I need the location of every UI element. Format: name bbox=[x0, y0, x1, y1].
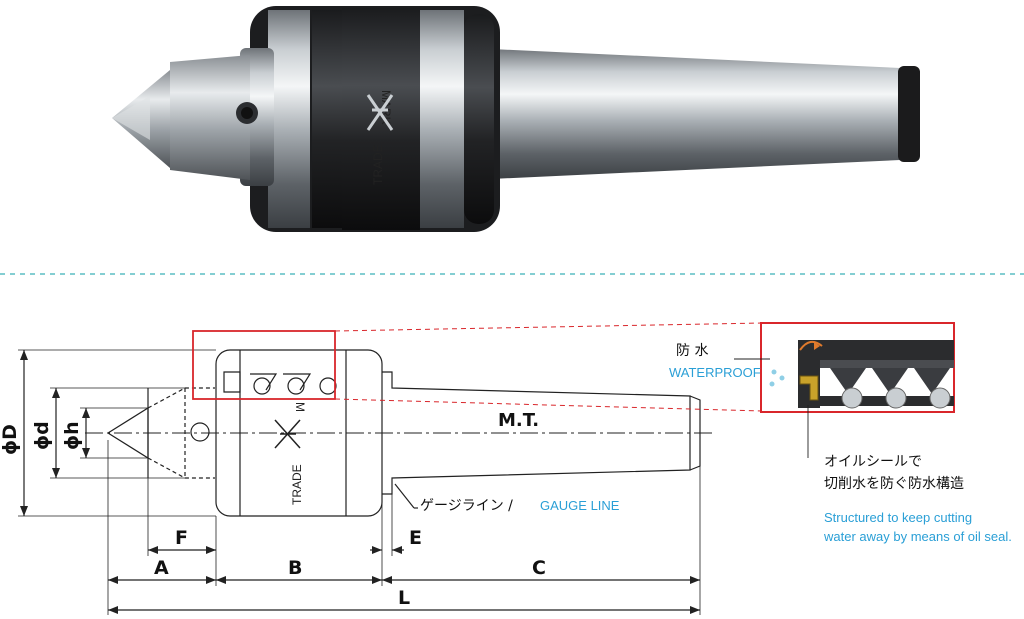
trade-mark-logo: TRADE MARK bbox=[366, 90, 394, 185]
ring-text-trade: TRADE bbox=[371, 144, 385, 185]
oil-seal-en-line1: Structured to keep cutting bbox=[824, 510, 972, 525]
drawing-trade-text: TRADE bbox=[290, 464, 304, 505]
taper-shank bbox=[470, 48, 900, 180]
water-drops-icon bbox=[769, 369, 785, 387]
oil-seal-shape bbox=[799, 375, 819, 401]
body-band-left bbox=[312, 10, 342, 228]
zoom-connector-bottom bbox=[334, 398, 763, 412]
body-ring-right bbox=[420, 10, 464, 228]
gauge-line-en: GAUGE LINE bbox=[540, 498, 620, 513]
live-center-photo: TRADE MARK bbox=[112, 6, 920, 232]
seal-zoom-inset bbox=[760, 322, 955, 413]
oil-seal-jp-line2: 切削水を防ぐ防水構造 bbox=[824, 476, 964, 492]
inset-ball-1 bbox=[841, 387, 863, 409]
inset-ball-3 bbox=[929, 387, 951, 409]
drawing-spindle-hole bbox=[190, 422, 210, 442]
label-E: E bbox=[409, 527, 422, 549]
gauge-line-pointer bbox=[394, 483, 415, 509]
waterproof-en: WATERPROOF bbox=[669, 365, 761, 380]
oil-seal-en-line2: water away by means of oil seal. bbox=[823, 529, 1012, 544]
drawing-mark-text: M bbox=[293, 402, 307, 412]
technical-drawing bbox=[18, 349, 715, 615]
label-C: C bbox=[532, 557, 546, 579]
zoom-connector-top bbox=[334, 322, 763, 332]
shank-end-cap bbox=[898, 66, 920, 162]
label-MT: M.T. bbox=[498, 410, 539, 431]
inset-ball-2 bbox=[885, 387, 907, 409]
drawing-logo-icon bbox=[274, 419, 301, 449]
body-ring-left bbox=[268, 10, 310, 228]
drawing-body bbox=[215, 349, 383, 517]
drawing-taper bbox=[382, 371, 691, 495]
label-phi-D: ϕD bbox=[0, 424, 21, 455]
label-F: F bbox=[175, 527, 188, 549]
dim-arrowheads bbox=[20, 350, 700, 614]
seal-highlight-box bbox=[192, 330, 336, 400]
label-L: L bbox=[398, 587, 410, 609]
label-phi-h: ϕh bbox=[61, 421, 83, 450]
waterproof-jp: 防 水 bbox=[676, 343, 708, 359]
spindle-body bbox=[170, 55, 250, 180]
body-center-band bbox=[342, 8, 420, 230]
drawing-bearings bbox=[223, 371, 337, 395]
label-A: A bbox=[154, 557, 169, 579]
rotation-arrow-icon bbox=[799, 340, 823, 351]
oil-seal-jp-line1: オイルシールで bbox=[824, 454, 922, 470]
inset-housing bbox=[798, 340, 954, 408]
label-phi-d: ϕd bbox=[31, 421, 53, 450]
body-band-right bbox=[464, 14, 494, 224]
label-B: B bbox=[288, 557, 302, 579]
gauge-line-jp: ゲージライン / bbox=[420, 498, 513, 514]
logo-mark-icon bbox=[366, 94, 394, 131]
